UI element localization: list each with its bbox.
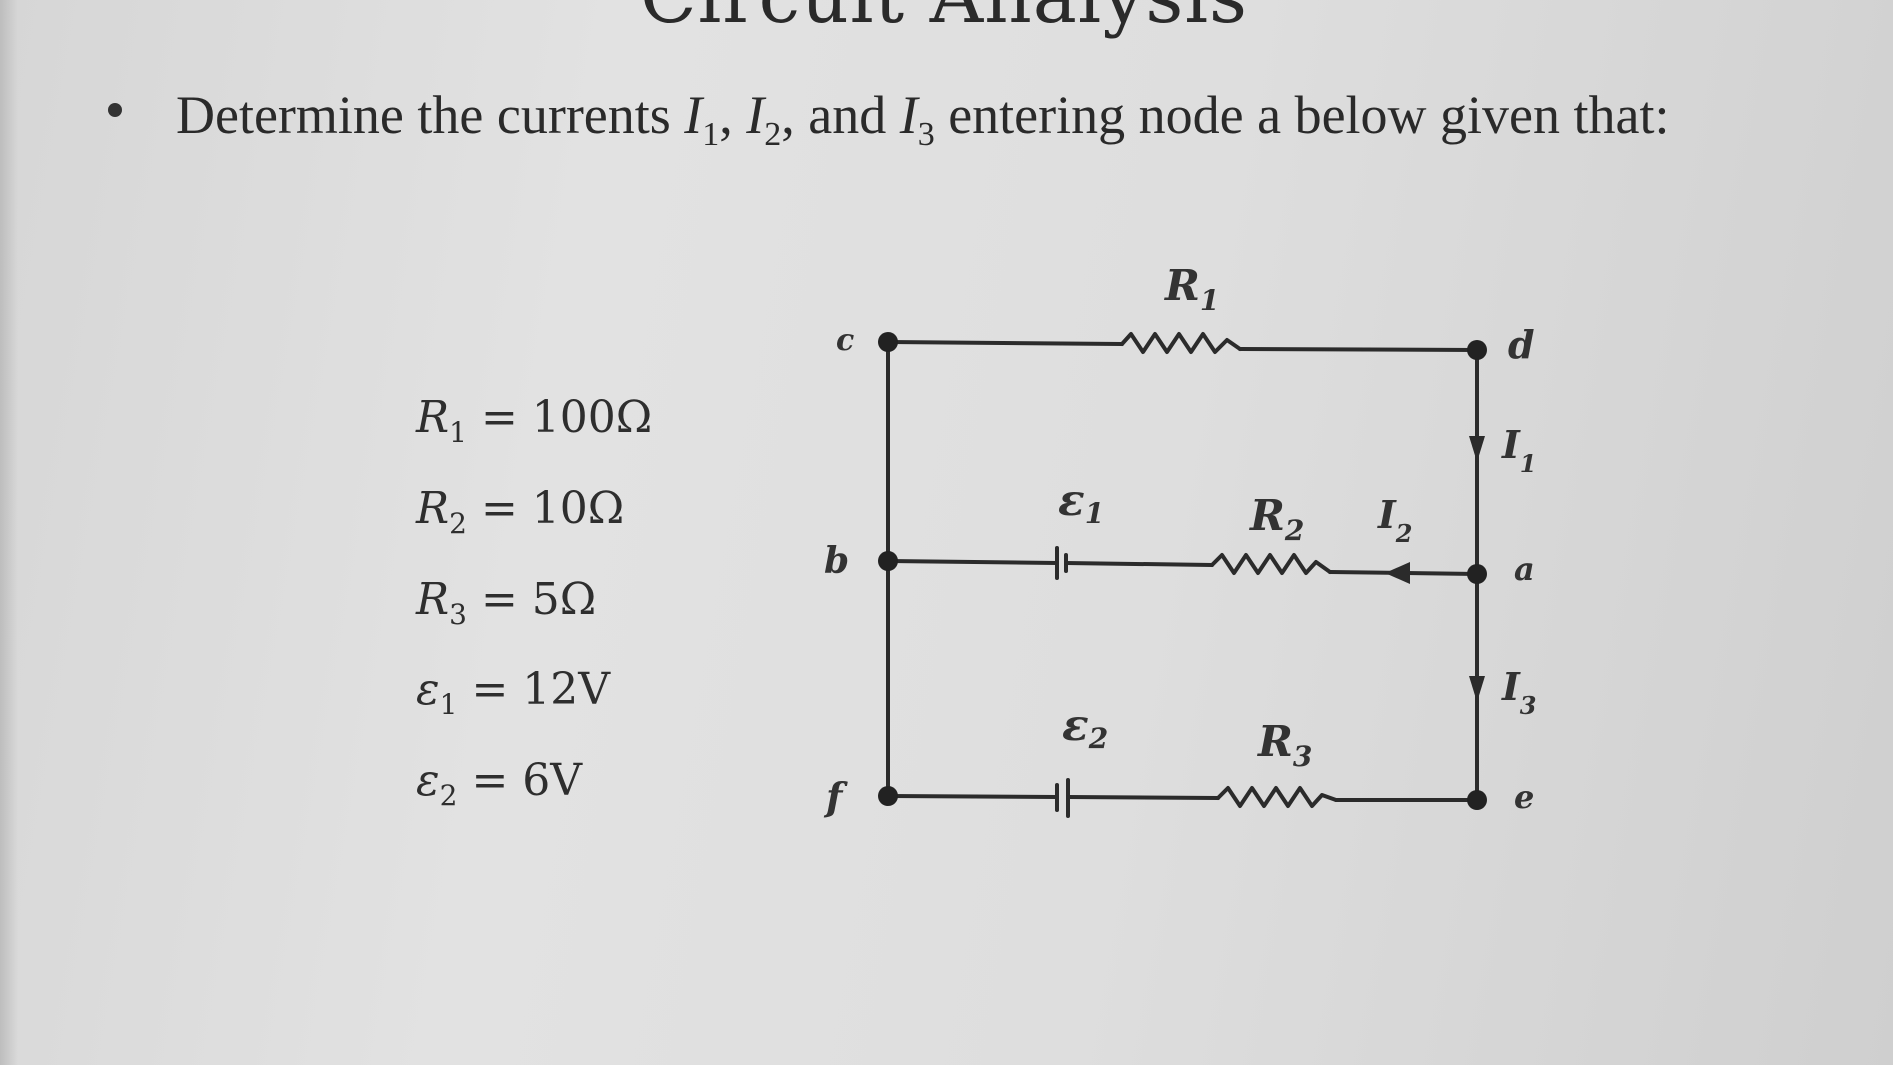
given-emf1-value: = 12V <box>457 664 611 716</box>
node-e-label: e <box>1514 778 1534 816</box>
given-r1-subscript: 1 <box>449 415 467 449</box>
resistor-r2 <box>1210 553 1332 575</box>
emf1-label-subscript: 1 <box>1085 497 1104 530</box>
given-r1-symbol: R <box>416 392 450 443</box>
given-r3: R3 = 5Ω <box>416 562 652 653</box>
wire-mid-center <box>1064 561 1214 567</box>
node-f-label: f <box>823 774 848 819</box>
bullet-point <box>108 103 122 117</box>
question-tail: entering node a below given that: <box>934 85 1670 145</box>
emf2-label-symbol: ε <box>1062 700 1089 751</box>
wire-bottom-left <box>886 794 1059 799</box>
given-emf2: ε2 = 6V <box>416 743 652 834</box>
current-i2-subscript: 2 <box>764 115 782 153</box>
node-b-label: b <box>824 540 849 582</box>
given-emf2-value: = 6V <box>457 755 583 807</box>
current-i3-label-symbol: I <box>1501 664 1521 709</box>
current-i3-label-subscript: 3 <box>1520 691 1537 720</box>
given-r1-value: = 100Ω <box>466 392 653 443</box>
node-e-dot <box>1467 790 1487 810</box>
r2-label: R2 <box>1249 491 1304 547</box>
r1-label-symbol: R <box>1164 261 1200 310</box>
node-c-label: c <box>836 323 854 358</box>
given-r2-symbol: R <box>416 482 450 534</box>
r1-label-subscript: 1 <box>1200 284 1219 317</box>
node-d-label: d <box>1508 322 1535 367</box>
r3-label-subscript: 3 <box>1293 740 1312 773</box>
given-emf2-subscript: 2 <box>439 778 458 812</box>
current-i3-label: I3 <box>1501 664 1536 720</box>
question-text: Determine the currents I1, I2, and I3 en… <box>176 82 1796 168</box>
page-edge-shadow <box>0 0 18 1065</box>
current-i2-arrow <box>1385 562 1410 584</box>
wire-mid-left <box>886 559 1059 565</box>
current-i1-label-symbol: I <box>1501 422 1521 467</box>
r2-label-subscript: 2 <box>1284 514 1304 547</box>
emf2-label-subscript: 2 <box>1088 722 1108 755</box>
given-emf2-symbol: ε <box>416 755 440 807</box>
question-lead: Determine the currents <box>176 85 685 145</box>
given-r1: R1 = 100Ω <box>416 380 652 471</box>
given-r3-symbol: R <box>416 573 450 625</box>
page-heading-cutoff: Circuit Analysis <box>640 0 1248 40</box>
node-a-label: a <box>1514 550 1535 588</box>
current-i1-subscript: 1 <box>702 115 720 153</box>
r3-label-symbol: R <box>1257 717 1293 766</box>
r3-label: R3 <box>1257 717 1312 773</box>
given-r2-value: = 10Ω <box>466 482 625 534</box>
emf2-label: ε2 <box>1062 700 1108 755</box>
given-r2: R2 = 10Ω <box>416 471 652 562</box>
resistor-r3 <box>1216 786 1338 808</box>
node-f-dot <box>878 786 898 806</box>
wire-bottom-center <box>1066 795 1220 800</box>
current-i2-symbol: I <box>746 85 765 145</box>
resistor-r1 <box>1120 332 1242 354</box>
node-c-dot <box>878 332 898 352</box>
given-r3-value: = 5Ω <box>466 573 597 625</box>
current-i1-label-subscript: 1 <box>1520 449 1537 478</box>
question-separator-2: , and <box>781 85 900 145</box>
emf1-label: ε1 <box>1058 475 1104 530</box>
node-b-dot <box>878 551 898 571</box>
wire-top-right <box>1238 347 1479 352</box>
given-values: R1 = 100Ω R2 = 10Ω R3 = 5Ω ε1 = 12V ε2 =… <box>416 380 652 834</box>
wire-top-left <box>886 340 1124 346</box>
r1-label: R1 <box>1164 261 1219 317</box>
current-i3-subscript: 3 <box>917 115 935 153</box>
current-i2-label-symbol: I <box>1377 492 1397 537</box>
given-emf1-subscript: 1 <box>439 688 458 722</box>
current-i1-arrow <box>1469 436 1485 462</box>
current-i3-symbol: I <box>899 85 918 145</box>
emf1-label-symbol: ε <box>1058 475 1085 526</box>
current-i2-label: I2 <box>1377 492 1412 548</box>
given-emf1-symbol: ε <box>416 664 440 716</box>
r2-label-symbol: R <box>1249 491 1285 540</box>
node-d-dot <box>1467 340 1487 360</box>
given-r3-subscript: 3 <box>449 597 467 631</box>
current-i1-label: I1 <box>1501 422 1536 478</box>
given-emf1: ε1 = 12V <box>416 652 652 743</box>
node-a-dot <box>1467 564 1487 584</box>
current-i1-symbol: I <box>684 85 703 145</box>
current-i2-label-subscript: 2 <box>1395 519 1413 548</box>
given-r2-subscript: 2 <box>449 506 467 540</box>
current-i3-arrow <box>1469 676 1485 702</box>
question-separator-1: , <box>719 85 747 145</box>
